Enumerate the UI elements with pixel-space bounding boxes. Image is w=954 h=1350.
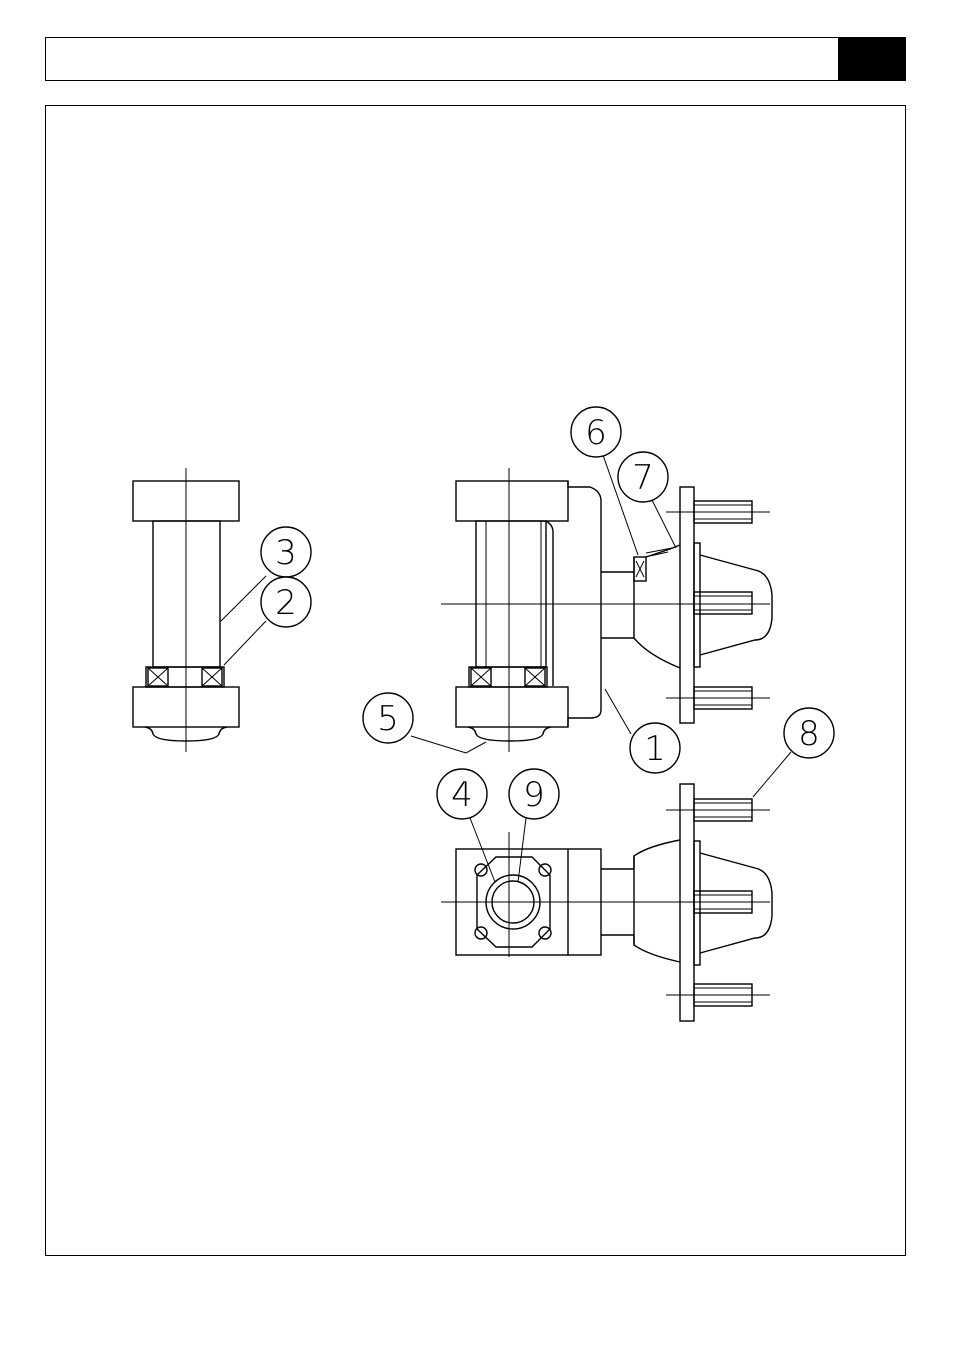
callout-9-label: 9 bbox=[523, 775, 545, 815]
knuckle-top-view bbox=[441, 784, 772, 1021]
callout-6: 6 bbox=[571, 407, 621, 457]
callout-5-label: 5 bbox=[377, 699, 399, 739]
callout-3: 3 bbox=[261, 527, 311, 577]
callout-2: 2 bbox=[261, 577, 311, 627]
callout-4-label: 4 bbox=[451, 775, 473, 815]
callout-7: 7 bbox=[618, 452, 668, 502]
callout-1: 1 bbox=[630, 723, 680, 773]
callout-2-label: 2 bbox=[275, 583, 297, 623]
callout-3-label: 3 bbox=[275, 533, 297, 573]
callout-7-label: 7 bbox=[632, 458, 654, 498]
callout-4: 4 bbox=[437, 769, 487, 819]
callout-8: 8 bbox=[784, 708, 834, 758]
kingpin-detail bbox=[133, 468, 239, 752]
callout-9: 9 bbox=[509, 769, 559, 819]
callout-5: 5 bbox=[363, 693, 413, 743]
callout-8-label: 8 bbox=[798, 714, 820, 754]
callout-6-label: 6 bbox=[585, 413, 607, 453]
callout-1-label: 1 bbox=[644, 729, 666, 769]
knuckle-side-view bbox=[441, 468, 772, 752]
